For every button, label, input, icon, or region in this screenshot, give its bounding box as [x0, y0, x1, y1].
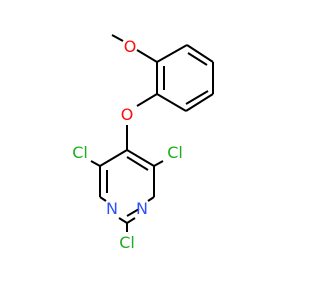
bond-c6-cl [153, 160, 164, 167]
bonds [90, 34, 214, 232]
bond-pyrimidine-2 [126, 149, 155, 167]
atom-methoxy-oxygen: O [124, 37, 137, 56]
bond-benzene-double-1 [187, 52, 208, 66]
bond-pyrimidine-double-3 [126, 208, 140, 217]
atom-chlorine-bottom: Cl [119, 233, 135, 252]
atom-nitrogen-right: N [136, 199, 148, 218]
molecule-structure: O O Cl Cl N N Cl [72, 34, 214, 252]
bond-c4-cl [90, 160, 101, 167]
bond-pyrimidine-6 [118, 217, 128, 224]
atom-chlorine-right: Cl [167, 143, 183, 162]
bond-pyrimidine-1 [99, 149, 128, 167]
bond-benzene-1 [156, 44, 188, 63]
bond-benzene-4 [185, 93, 214, 112]
atom-labels: O O Cl Cl N N Cl [72, 37, 183, 252]
bond-pyrimidine-7 [126, 217, 136, 224]
bond-methyl-o [111, 34, 124, 42]
atom-nitrogen-left: N [106, 199, 118, 218]
bond-pyrimidine-8 [147, 196, 155, 202]
bond-benzene-5 [156, 93, 187, 112]
bond-o-ring [136, 49, 158, 63]
bond-pyrimidine-5 [99, 196, 107, 202]
atom-chlorine-left: Cl [72, 143, 88, 162]
bond-ring-ether-o [136, 93, 158, 107]
bond-benzene-2 [186, 44, 214, 63]
bond-pyrimidine-double-1 [126, 156, 149, 171]
bond-benzene-double-2 [185, 90, 209, 105]
atom-ether-oxygen: O [121, 105, 134, 124]
